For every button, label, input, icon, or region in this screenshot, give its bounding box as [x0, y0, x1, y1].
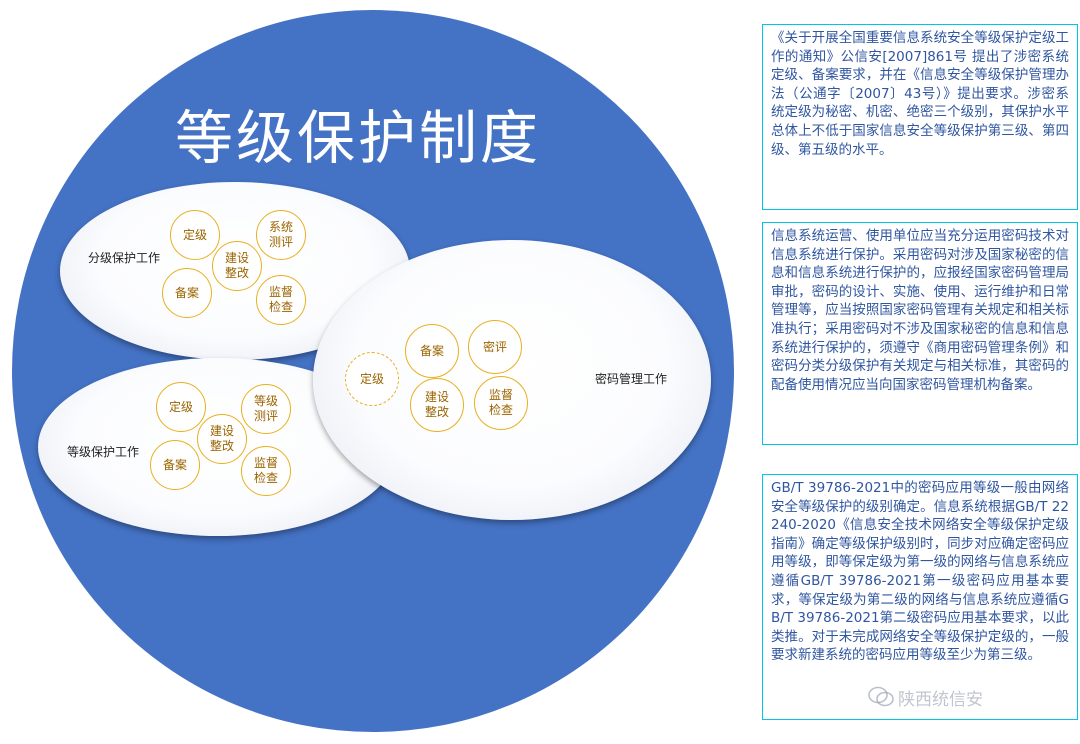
watermark-text: 陕西统信安 [898, 689, 983, 710]
grading-node-build: 建设 整改 [212, 241, 262, 291]
level-node-build: 建设 整改 [197, 414, 247, 464]
grading-node-supervise: 监督 检查 [256, 275, 306, 325]
note-classified-system: 《关于开展全国重要信息系统安全等级保护定级工作的通知》公信安[2007]861号… [762, 24, 1078, 210]
crypto-node-record: 备案 [405, 324, 459, 378]
grading-node-record: 备案 [162, 268, 212, 318]
diagram-title: 等级保护制度 [175, 104, 542, 172]
level-node-record: 备案 [150, 440, 200, 490]
level-node-define: 定级 [156, 382, 206, 432]
crypto-node-supervise: 监督 检查 [474, 376, 528, 430]
crypto-management-label: 密码管理工作 [595, 372, 668, 386]
level-node-test: 等级 测评 [241, 384, 291, 434]
level-node-supervise: 监督 检查 [241, 446, 291, 496]
wechat-icon [868, 686, 894, 707]
level-protection-label: 等级保护工作 [67, 445, 140, 459]
grading-node-define: 定级 [170, 210, 220, 260]
crypto-node-assess: 密评 [468, 320, 522, 374]
note-crypto-management: 信息系统运营、使用单位应当充分运用密码技术对信息系统进行保护。采用密码对涉及国家… [762, 222, 1078, 445]
crypto-node-build: 建设 整改 [410, 378, 464, 432]
watermark: 陕西统信安 [868, 680, 1068, 714]
note-crypto-level: GB/T 39786-2021中的密码应用等级一般由网络安全等级保护的级别确定。… [762, 474, 1078, 720]
crypto-node-define: 定级 [345, 352, 399, 406]
grading-node-test: 系统 测评 [256, 210, 306, 260]
grading-protection-label: 分级保护工作 [88, 251, 161, 265]
